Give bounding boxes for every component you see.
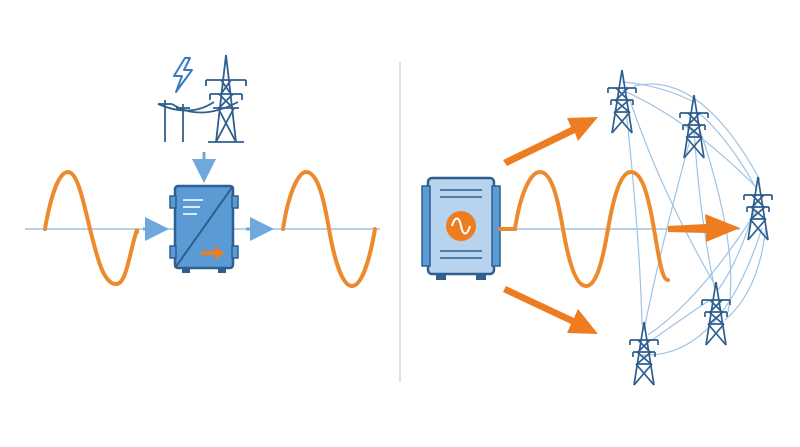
left-panel [25,54,380,289]
output-wave [281,169,377,289]
lightning-bolt-icon [173,57,193,93]
network-lines [621,81,767,356]
arrow-up-right [503,117,598,166]
broadcast-arrows [503,117,740,334]
inverter-box-icon [169,184,239,273]
transmission-tower-icon [629,321,659,386]
converter-orange-arrow-icon [201,246,224,260]
transmission-tower-icon [701,281,731,346]
transmission-tower-icon [743,176,773,241]
power-tower-with-lightning-icon [157,54,247,143]
right-panel [421,69,773,386]
transmission-tower-icon [679,94,709,159]
input-wave [43,169,139,286]
arrow-right [668,214,740,242]
arrow-down-right [503,286,598,334]
grid-forming-inverter-icon [421,176,501,280]
transmission-tower-icon [607,69,637,134]
right-output-wave [498,169,670,289]
